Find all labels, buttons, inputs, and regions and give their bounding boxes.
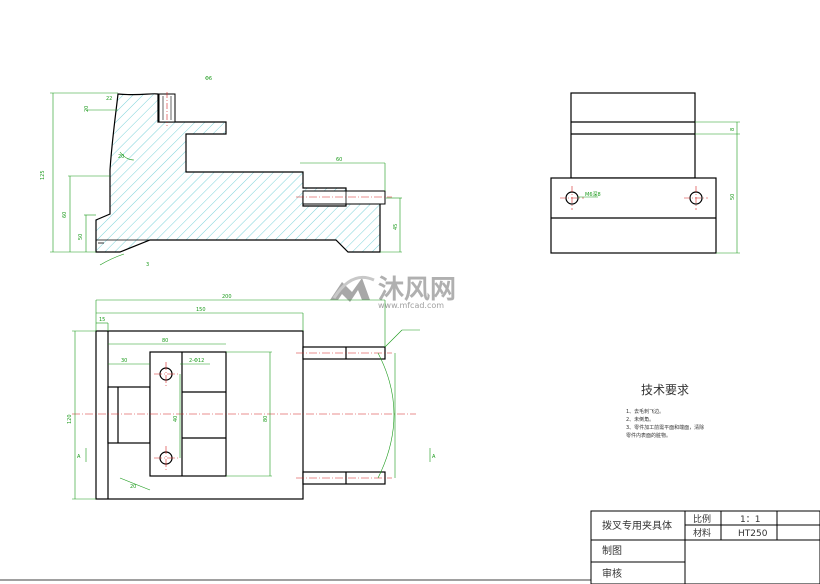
- front-dim-right: 45: [393, 224, 399, 230]
- front-view-dimensions: [50, 92, 402, 266]
- title-block: [0, 510, 820, 584]
- title-block-drawn-label: 制图: [602, 544, 622, 557]
- tech-requirement-item-1: 1、去毛刺飞边。: [626, 408, 664, 415]
- front-view-pin: [302, 190, 386, 205]
- plan-dim-mid: 40: [173, 416, 179, 422]
- watermark: 沐风网 www.mfcad.com: [330, 275, 456, 310]
- plan-dim-hole-2: 20: [130, 484, 136, 490]
- plan-dim-hole: 2-Φ12: [189, 358, 204, 364]
- plan-dim-left: 15: [99, 317, 105, 323]
- front-dim-left-3: 20: [118, 154, 124, 160]
- side-view-top-block: [570, 92, 696, 179]
- front-dim-top-note: Φ6: [205, 76, 212, 82]
- side-dim-height: 50: [730, 194, 736, 200]
- plan-dim-right: 80: [263, 416, 269, 422]
- front-dim-top-1: 20: [84, 106, 90, 112]
- plan-dim-sub: 150: [196, 307, 206, 313]
- front-dim-left-1: 60: [62, 212, 68, 218]
- plan-dim-overall: 200: [222, 294, 232, 300]
- plan-view-dimensions: [72, 299, 431, 500]
- plan-view-slot: [107, 386, 151, 444]
- side-view: [550, 92, 717, 254]
- plan-dim-inner-1: 80: [162, 338, 168, 344]
- tech-requirement-item-4: 零件内表面的脏物。: [626, 432, 671, 439]
- watermark-url: www.mfcad.com: [378, 301, 444, 310]
- plan-section-a: A: [77, 454, 81, 460]
- side-dim-hole: M6深8: [585, 191, 601, 198]
- side-view-base: [550, 177, 717, 254]
- plan-dim-inner-2: 30: [121, 358, 127, 364]
- plan-view: [95, 330, 386, 500]
- watermark-logo-icon: [330, 278, 370, 302]
- title-block-part-name: 拨叉专用夹具体: [602, 519, 672, 532]
- front-dim-shoulder: 22: [106, 96, 112, 102]
- plan-section-b: A: [432, 454, 436, 460]
- tech-requirement-item-2: 2、未倒角。: [626, 416, 654, 423]
- title-block-material-label: 材料: [693, 527, 711, 539]
- front-dim-left-2: 50: [78, 234, 84, 240]
- side-view-dimensions: [578, 121, 740, 254]
- watermark-brand: 沐风网: [378, 275, 456, 305]
- title-block-scale-value: 1：1: [740, 515, 760, 525]
- front-view: [95, 92, 392, 253]
- front-view-body: [95, 93, 381, 253]
- title-block-scale-label: 比例: [693, 513, 711, 525]
- title-block-checked-label: 审核: [602, 567, 622, 580]
- front-dim-bottom: 3: [146, 262, 149, 268]
- front-dim-pin-len: 60: [336, 157, 342, 163]
- tech-requirements-title: 技术要求: [641, 383, 689, 397]
- title-block-material-value: HT250: [738, 529, 768, 539]
- tech-requirement-item-3: 3、零件加工前需平面和端面，清除: [626, 424, 704, 431]
- plan-dim-height: 120: [67, 414, 73, 424]
- front-dim-height: 125: [40, 170, 46, 180]
- side-dim-top: 8: [730, 128, 736, 131]
